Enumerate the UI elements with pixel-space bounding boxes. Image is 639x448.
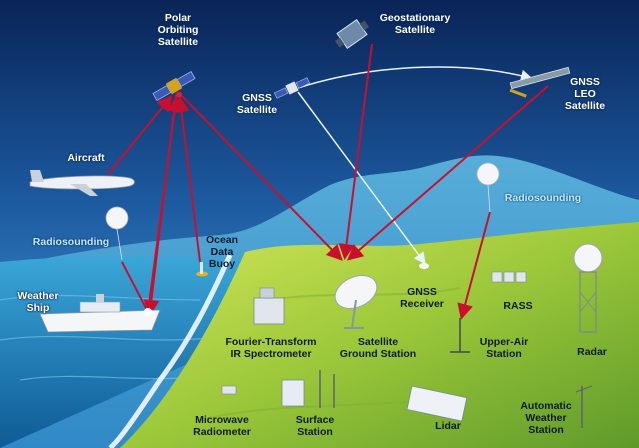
label-rass: RASS (503, 300, 533, 312)
surface-station-icon (281, 370, 335, 408)
gnss-receiver-icon (419, 263, 429, 269)
dish-icon (334, 275, 378, 329)
label-lidar: Lidar (435, 420, 461, 432)
label-polar-orbiting-satellite: Polar Orbiting Satellite (157, 12, 199, 48)
rass-icon (491, 271, 527, 283)
label-surface-station: Surface Station (295, 414, 335, 438)
label-weather-ship: Weather Ship (17, 290, 59, 314)
ftir-instrument-icon (253, 287, 285, 325)
label-aircraft: Aircraft (67, 152, 105, 164)
label-automatic-weather-station: Automatic Weather Station (520, 400, 572, 436)
label-gnss-leo-satellite: GNSS LEO Satellite (564, 76, 606, 112)
polar-satellite-icon (152, 70, 196, 102)
ship-icon (39, 294, 161, 333)
label-radiosounding-right: Radiosounding (504, 192, 582, 204)
aws-icon (575, 385, 593, 428)
gnss-leo-link (297, 66, 533, 89)
gnss-satellite-icon (273, 77, 311, 99)
buoy-icon (196, 262, 208, 277)
label-ocean-data-buoy: Ocean Data Buoy (205, 234, 239, 270)
upper-air-mast-icon (450, 318, 470, 353)
radiometer-icon (221, 385, 237, 395)
balloon-icon-left (105, 206, 129, 261)
aircraft-icon (29, 170, 135, 196)
radar-icon (573, 243, 603, 333)
label-radar: Radar (577, 346, 607, 358)
label-fourier-transform-spectrometer: Fourier-Transform IR Spectrometer (225, 336, 317, 360)
balloon-icon-right (476, 162, 500, 213)
label-geostationary-satellite: Geostationary Satellite (379, 12, 451, 36)
label-radiosounding-left: Radiosounding (32, 236, 110, 248)
label-satellite-ground-station: Satellite Ground Station (339, 336, 417, 360)
label-upper-air-station: Upper-Air Station (479, 336, 529, 360)
shoreline (108, 253, 233, 448)
gnss-leo-satellite-icon (509, 66, 571, 98)
gnss-receiver-link (297, 91, 426, 265)
lidar-icon (406, 385, 468, 422)
label-microwave-radiometer: Microwave Radiometer (193, 414, 251, 438)
data-links (107, 43, 549, 320)
label-gnss-receiver: GNSS Receiver (400, 286, 444, 310)
geostationary-satellite-icon (334, 19, 370, 49)
label-gnss-satellite: GNSS Satellite (236, 92, 278, 116)
